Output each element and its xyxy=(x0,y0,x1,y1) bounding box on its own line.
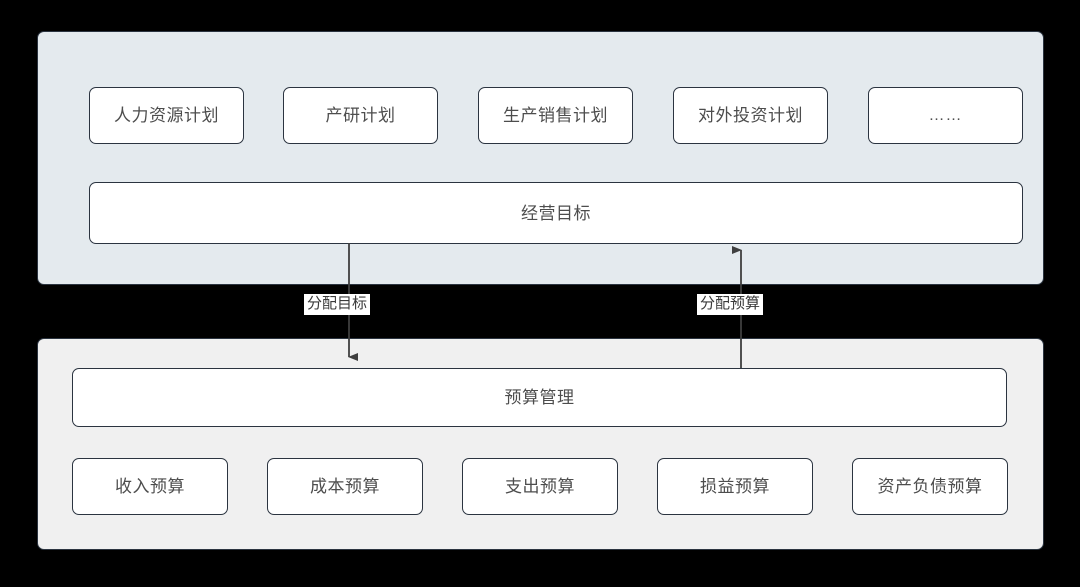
budget-card-label: 成本预算 xyxy=(310,477,380,496)
budget-management-label: 预算管理 xyxy=(504,388,575,407)
budget-card-revenue[interactable]: 收入预算 xyxy=(72,458,228,515)
plan-card-more[interactable]: …… xyxy=(868,87,1023,144)
budget-card-cost[interactable]: 成本预算 xyxy=(267,458,423,515)
plan-card-external-investment[interactable]: 对外投资计划 xyxy=(673,87,828,144)
plan-card-rnd[interactable]: 产研计划 xyxy=(283,87,438,144)
business-goal-label: 经营目标 xyxy=(521,203,591,223)
plan-card-hr[interactable]: 人力资源计划 xyxy=(89,87,244,144)
business-goal-bar[interactable]: 经营目标 xyxy=(89,182,1023,244)
budget-card-balance-sheet[interactable]: 资产负债预算 xyxy=(852,458,1008,515)
plan-card-label: 人力资源计划 xyxy=(114,106,219,125)
budget-card-expense[interactable]: 支出预算 xyxy=(462,458,618,515)
business-plans-panel xyxy=(37,31,1044,285)
budget-card-profit-loss[interactable]: 损益预算 xyxy=(657,458,813,515)
budget-card-label: 资产负债预算 xyxy=(877,477,983,496)
allocate-goal-label: 分配目标 xyxy=(304,294,371,315)
budget-card-label: 损益预算 xyxy=(700,477,770,496)
allocate-budget-label: 分配预算 xyxy=(697,294,764,315)
plan-card-production-sales[interactable]: 生产销售计划 xyxy=(478,87,633,144)
budget-card-label: 支出预算 xyxy=(505,477,575,496)
plan-card-label: 产研计划 xyxy=(325,106,396,125)
budget-management-bar[interactable]: 预算管理 xyxy=(72,368,1007,427)
ellipsis-icon: …… xyxy=(928,106,963,124)
plan-card-label: 生产销售计划 xyxy=(503,106,608,125)
budget-card-label: 收入预算 xyxy=(115,477,185,496)
plan-card-label: 对外投资计划 xyxy=(698,106,803,125)
